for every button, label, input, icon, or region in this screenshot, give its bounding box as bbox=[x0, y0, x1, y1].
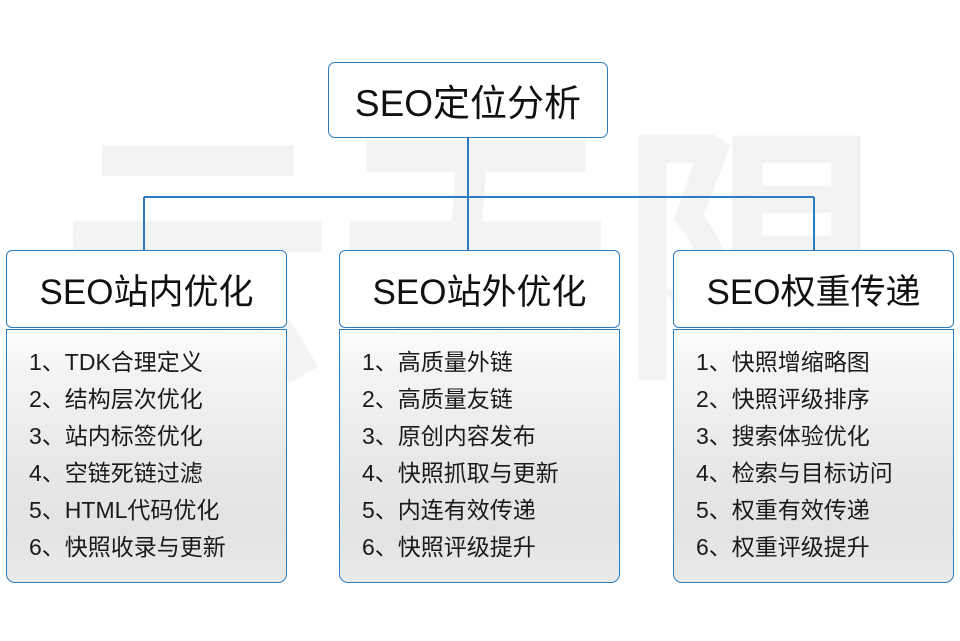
list-item: 2、快照评级排序 bbox=[696, 386, 870, 412]
list-item: 2、高质量友链 bbox=[362, 386, 513, 412]
branch-header-label: SEO站内优化 bbox=[39, 272, 254, 312]
branch-header-label: SEO权重传递 bbox=[706, 272, 921, 312]
branch-header-seo-weight[interactable]: SEO权重传递 bbox=[673, 250, 954, 328]
root-node[interactable]: SEO定位分析 bbox=[328, 62, 608, 138]
branch-header-seo-offsite[interactable]: SEO站外优化 bbox=[339, 250, 620, 328]
list-item: 6、快照评级提升 bbox=[362, 534, 536, 560]
list-item: 3、原创内容发布 bbox=[362, 423, 536, 449]
list-item: 4、快照抓取与更新 bbox=[362, 460, 559, 486]
branch-column-seo-weight: SEO权重传递 1、快照增缩略图 2、快照评级排序 3、搜索体验优化 4、检索与… bbox=[673, 250, 954, 583]
list-item: 5、HTML代码优化 bbox=[29, 497, 220, 523]
root-node-label: SEO定位分析 bbox=[354, 83, 582, 124]
list-item: 6、权重评级提升 bbox=[696, 534, 870, 560]
branch-list-seo-onsite: 1、TDK合理定义 2、结构层次优化 3、站内标签优化 4、空链死链过滤 5、H… bbox=[6, 329, 287, 583]
list-item: 6、快照收录与更新 bbox=[29, 534, 226, 560]
branch-header-seo-onsite[interactable]: SEO站内优化 bbox=[6, 250, 287, 328]
list-item: 3、站内标签优化 bbox=[29, 423, 203, 449]
list-item: 4、检索与目标访问 bbox=[696, 460, 893, 486]
list-item: 1、TDK合理定义 bbox=[29, 349, 203, 375]
list-item: 1、快照增缩略图 bbox=[696, 349, 870, 375]
branch-column-seo-onsite: SEO站内优化 1、TDK合理定义 2、结构层次优化 3、站内标签优化 4、空链… bbox=[6, 250, 287, 583]
branch-list-seo-weight: 1、快照增缩略图 2、快照评级排序 3、搜索体验优化 4、检索与目标访问 5、权… bbox=[673, 329, 954, 583]
list-item: 1、高质量外链 bbox=[362, 349, 513, 375]
list-item: 5、内连有效传递 bbox=[362, 497, 536, 523]
list-item: 2、结构层次优化 bbox=[29, 386, 203, 412]
list-item: 4、空链死链过滤 bbox=[29, 460, 203, 486]
branch-column-seo-offsite: SEO站外优化 1、高质量外链 2、高质量友链 3、原创内容发布 4、快照抓取与… bbox=[339, 250, 620, 583]
list-item: 5、权重有效传递 bbox=[696, 497, 870, 523]
branch-header-label: SEO站外优化 bbox=[372, 272, 587, 312]
list-item: 3、搜索体验优化 bbox=[696, 423, 870, 449]
branch-list-seo-offsite: 1、高质量外链 2、高质量友链 3、原创内容发布 4、快照抓取与更新 5、内连有… bbox=[339, 329, 620, 583]
